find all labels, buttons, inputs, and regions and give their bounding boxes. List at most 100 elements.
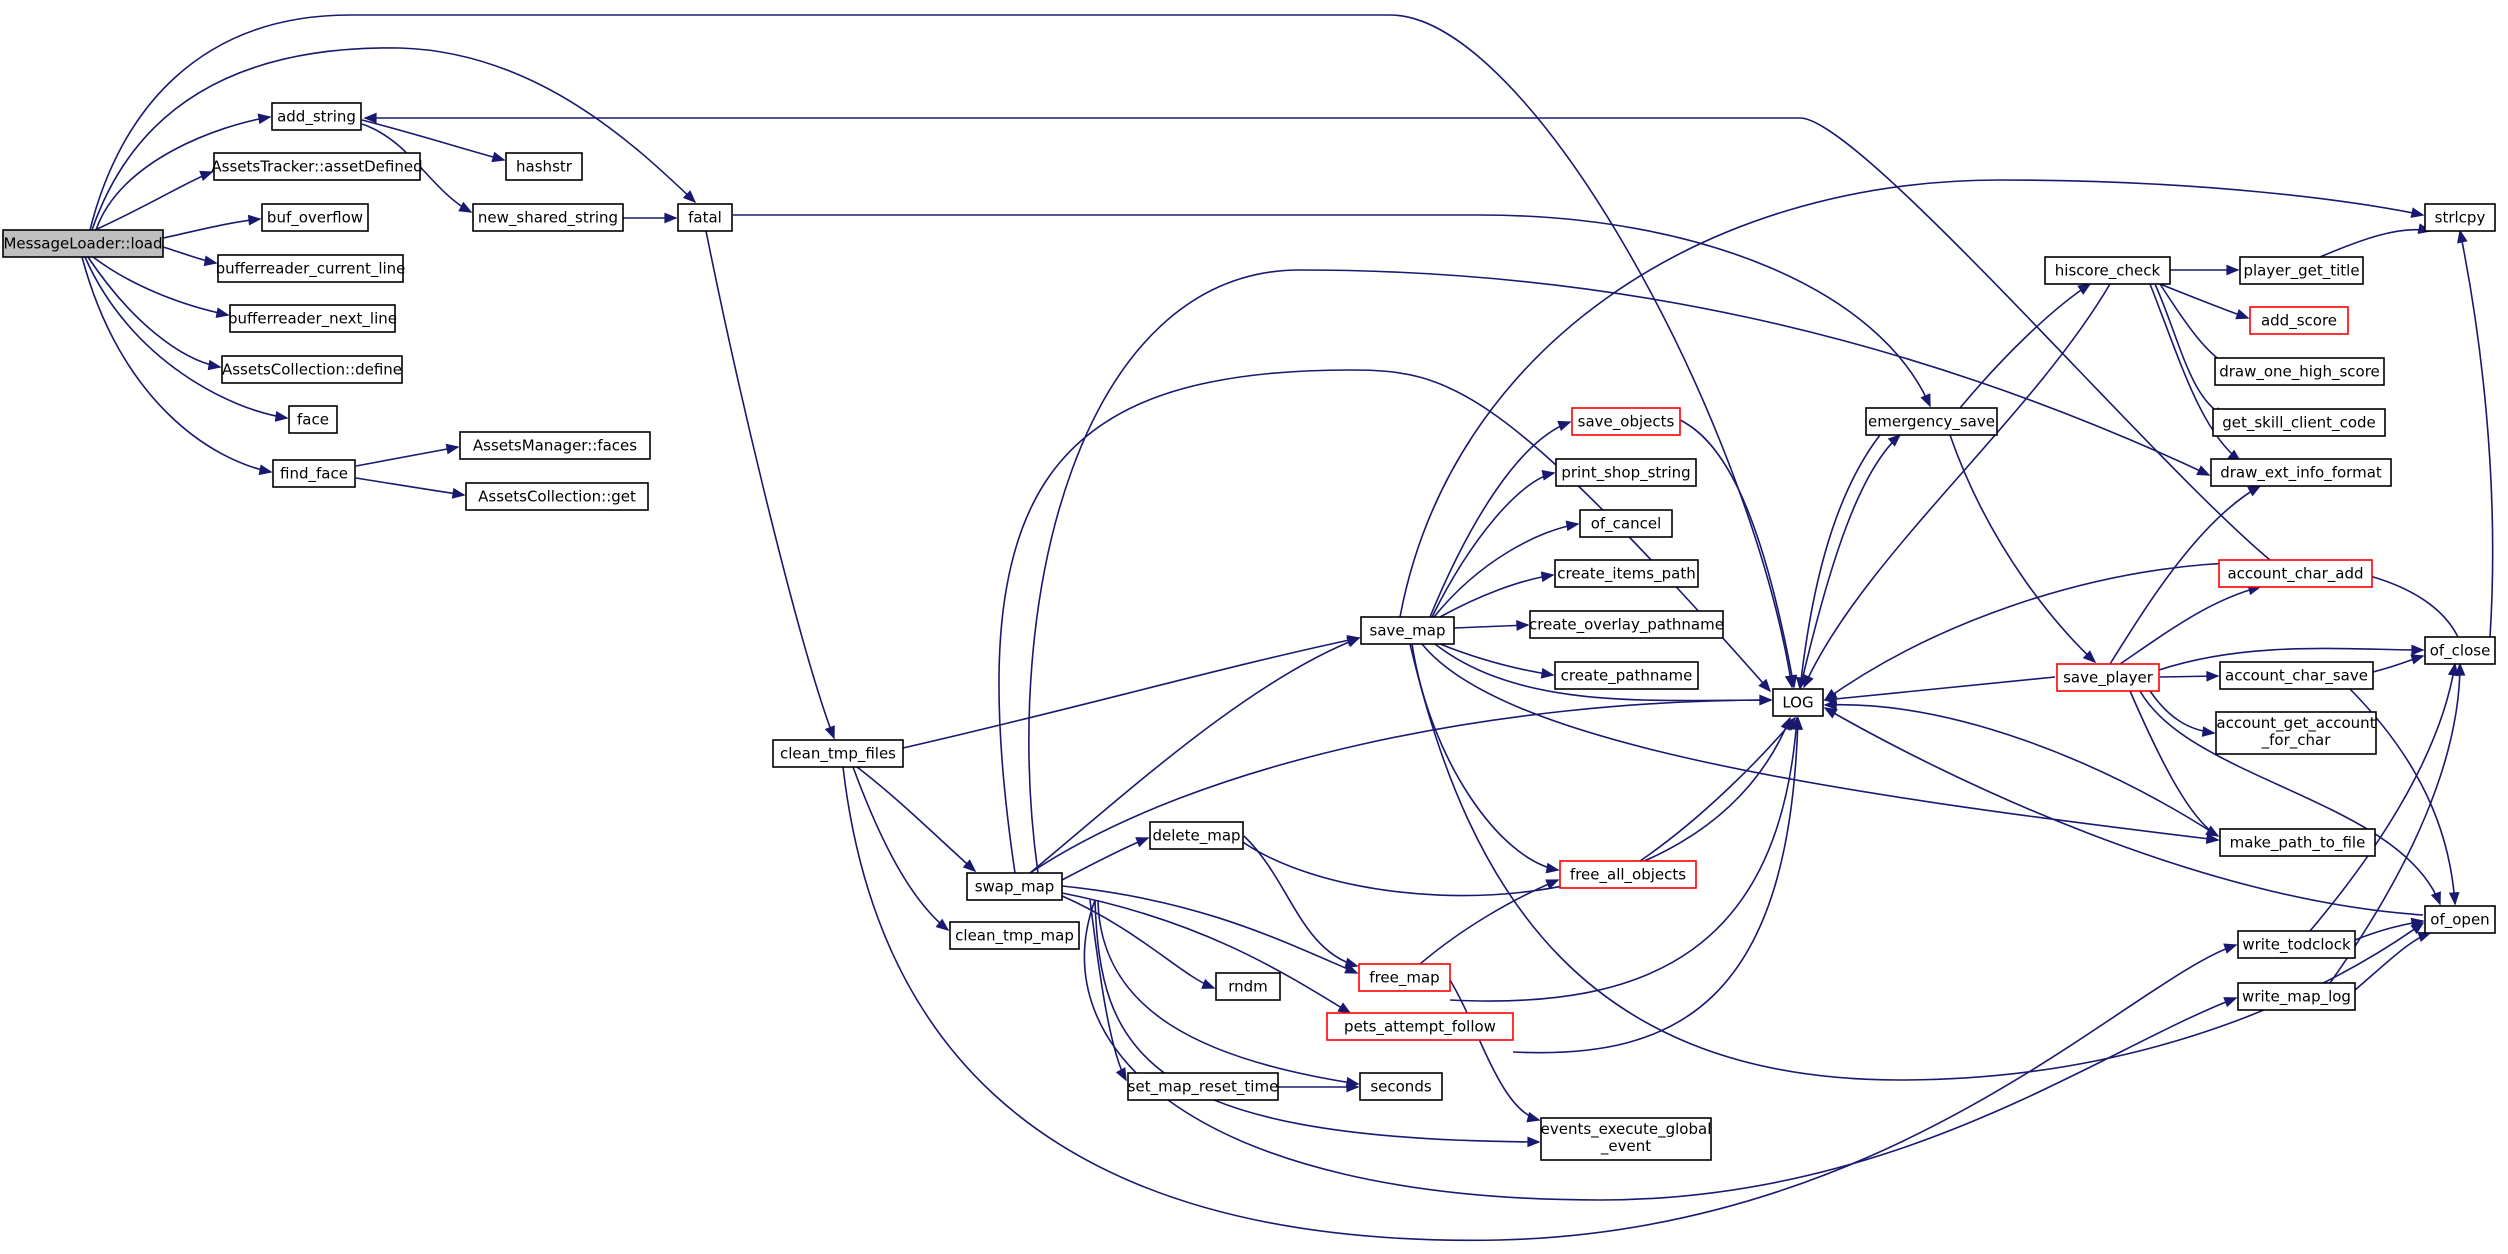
- edge-line: [705, 230, 835, 739]
- edge-line: [1089, 899, 1127, 1081]
- node-label: face: [297, 411, 329, 429]
- edge-arrowhead: [2196, 465, 2211, 476]
- node-faces[interactable]: AssetsManager::faces: [459, 431, 651, 460]
- node-hiscore-check[interactable]: hiscore_check: [2044, 256, 2171, 285]
- node-free-map[interactable]: free_map: [1358, 963, 1451, 992]
- node-cip[interactable]: create_items_path: [1554, 559, 1699, 588]
- edge-arrowhead: [2410, 207, 2425, 218]
- node-nss[interactable]: new_shared_string: [472, 203, 624, 232]
- call-edge-save_map-to-of_cancel: [1433, 520, 1580, 618]
- node-mptf[interactable]: make_path_to_file: [2219, 828, 2376, 857]
- edge-line: [1061, 837, 1149, 881]
- node-seconds[interactable]: seconds: [1359, 1072, 1443, 1101]
- node-swap-map[interactable]: swap_map: [966, 872, 1063, 901]
- edge-line: [1449, 979, 1540, 1121]
- edge-line: [2158, 647, 2424, 671]
- node-label: MessageLoader::load: [3, 235, 162, 253]
- node-aca[interactable]: account_char_add: [2218, 559, 2373, 588]
- node-add-score[interactable]: add_score: [2249, 306, 2349, 335]
- node-ctm[interactable]: clean_tmp_map: [949, 921, 1080, 950]
- call-edge-fatal-to-emergency_save: [733, 214, 1931, 408]
- node-pgt[interactable]: player_get_title: [2239, 256, 2364, 285]
- node-acs[interactable]: account_char_save: [2219, 661, 2374, 690]
- call-edge-write_map_log-to-of_open: [2354, 931, 2432, 991]
- call-edge-load-to-face: [84, 256, 289, 422]
- node-save-map[interactable]: save_map: [1360, 616, 1455, 645]
- node-find-face[interactable]: find_face: [272, 459, 356, 488]
- call-edge-save_player-to-LOG: [1823, 676, 2056, 705]
- node-label: add_score: [2261, 312, 2337, 331]
- edge-arrowhead: [491, 151, 506, 163]
- node-fao[interactable]: free_all_objects: [1559, 860, 1697, 889]
- node-rndm[interactable]: rndm: [1215, 972, 1281, 1001]
- node-face[interactable]: face: [288, 405, 338, 434]
- edge-line: [1061, 885, 1358, 974]
- call-edge-save_player-to-agafc: [2149, 690, 2216, 737]
- node-delete-map[interactable]: delete_map: [1149, 821, 1244, 850]
- node-of-open[interactable]: of_open: [2424, 905, 2496, 934]
- call-edge-save_map-to-cpn: [1439, 643, 1555, 679]
- node-buf-overflow[interactable]: buf_overflow: [261, 203, 369, 232]
- node-get[interactable]: AssetsCollection::get: [465, 482, 649, 511]
- node-define[interactable]: AssetsCollection::define: [221, 355, 403, 384]
- edge-arrowhead: [2411, 644, 2425, 656]
- node-eeg[interactable]: events_execute_global_event: [1540, 1117, 1712, 1161]
- node-cpn[interactable]: create_pathname: [1554, 661, 1699, 690]
- node-agafc[interactable]: account_get_account_for_char: [2215, 711, 2377, 755]
- call-edge-save_map-to-fao: [1411, 643, 1560, 874]
- edge-line: [2119, 586, 2261, 665]
- node-brcl[interactable]: bufferreader_current_line: [216, 254, 406, 283]
- node-label: print_shop_string: [1561, 464, 1690, 483]
- node-write-todclock[interactable]: write_todclock: [2237, 930, 2356, 959]
- node-save-objects[interactable]: save_objects: [1571, 407, 1681, 436]
- edge-arrowhead: [2457, 229, 2468, 244]
- node-ctf[interactable]: clean_tmp_files: [772, 739, 904, 768]
- node-save-player[interactable]: save_player: [2056, 663, 2160, 692]
- node-load[interactable]: MessageLoader::load: [2, 229, 164, 258]
- node-label: bufferreader_next_line: [228, 310, 397, 329]
- edge-line: [1243, 835, 1358, 967]
- node-of-cancel[interactable]: of_cancel: [1579, 509, 1673, 538]
- edge-arrowhead: [1541, 470, 1556, 481]
- node-LOG[interactable]: LOG: [1772, 688, 1824, 717]
- node-add-string[interactable]: add_string: [271, 102, 362, 131]
- node-assetDefined[interactable]: AssetsTracker::assetDefined: [211, 152, 423, 181]
- node-box: [288, 405, 338, 434]
- node-pss[interactable]: print_shop_string: [1555, 458, 1697, 487]
- call-edge-write_todclock-to-of_close: [2309, 662, 2459, 932]
- edge-line: [2459, 230, 2494, 638]
- node-dohs[interactable]: draw_one_high_score: [2214, 357, 2385, 386]
- call-edge-acs-to-of_close: [2372, 654, 2425, 673]
- node-deif[interactable]: draw_ext_info_format: [2210, 458, 2392, 487]
- node-box: [2212, 408, 2386, 437]
- call-edge-write_map_log-to-of_close: [2329, 662, 2466, 984]
- edge-line: [2149, 690, 2215, 734]
- node-label: of_cancel: [1591, 515, 1662, 534]
- node-fatal[interactable]: fatal: [677, 203, 733, 232]
- node-label: add_string: [277, 108, 356, 127]
- node-write-map-log[interactable]: write_map_log: [2237, 982, 2356, 1011]
- node-strlcpy[interactable]: strlcpy: [2424, 203, 2496, 232]
- node-of-close[interactable]: of_close: [2424, 636, 2496, 665]
- edge-arrowhead: [1540, 667, 1555, 679]
- node-smrt[interactable]: set_map_reset_time: [1127, 1072, 1279, 1101]
- node-hashstr[interactable]: hashstr: [505, 152, 583, 181]
- edge-arrowhead: [1758, 678, 1772, 693]
- node-gscc[interactable]: get_skill_client_code: [2212, 408, 2386, 437]
- edge-line: [2319, 228, 2431, 258]
- call-edge-swap_map-to-rndm: [1059, 894, 1216, 989]
- node-emergency-save[interactable]: emergency_save: [1865, 407, 1998, 436]
- node-label: account_char_save: [2225, 667, 2368, 686]
- node-brnl[interactable]: bufferreader_next_line: [228, 304, 397, 333]
- edge-line: [1639, 717, 1796, 862]
- edge-arrowhead: [2235, 309, 2250, 320]
- edge-line: [1419, 879, 1559, 965]
- node-box: [677, 203, 733, 232]
- call-edge-write_todclock-to-of_open: [2354, 917, 2425, 941]
- node-cop[interactable]: create_overlay_pathname: [1529, 610, 1724, 639]
- call-edge-mptf-to-LOG: [1823, 699, 2219, 837]
- node-box: [1571, 407, 1681, 436]
- call-edge-aca-to-add_string: [363, 112, 2271, 561]
- edge-line: [1453, 624, 1529, 629]
- node-paf[interactable]: pets_attempt_follow: [1326, 1012, 1514, 1041]
